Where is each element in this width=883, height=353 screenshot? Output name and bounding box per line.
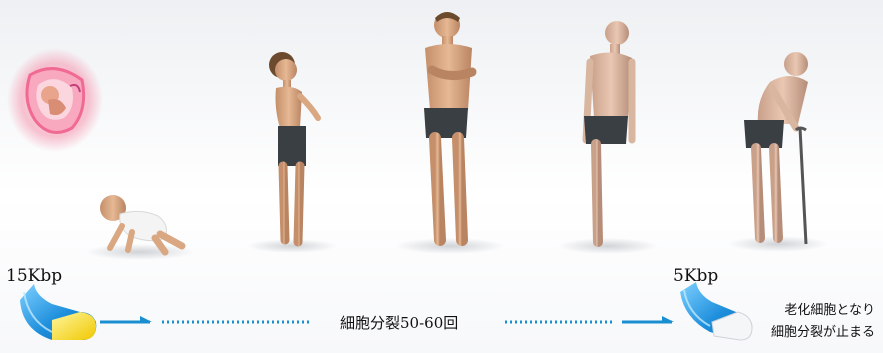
telomere-long-icon xyxy=(20,284,97,340)
elderly-man-with-cane-figure xyxy=(728,52,828,252)
child-figure xyxy=(247,52,337,253)
telomere-short-icon xyxy=(680,282,753,341)
division-arrow-right xyxy=(505,316,674,324)
senescence-note-line1: 老化細胞となり xyxy=(784,303,875,318)
end-telomere-length-label: 5Kbp xyxy=(673,266,719,286)
adult-man-figure xyxy=(395,12,505,254)
senescence-note-line2: 細胞分裂が止まる xyxy=(770,325,875,340)
senescence-note: 老化細胞となり 細胞分裂が止まる xyxy=(771,300,875,344)
fetus-figure xyxy=(7,48,103,152)
division-arrow-left xyxy=(100,316,312,324)
older-man-figure xyxy=(558,21,658,254)
start-telomere-length-label: 15Kbp xyxy=(6,266,63,286)
crawling-baby-figure xyxy=(85,195,195,260)
division-count-caption: 細胞分裂50-60回 xyxy=(340,314,459,332)
